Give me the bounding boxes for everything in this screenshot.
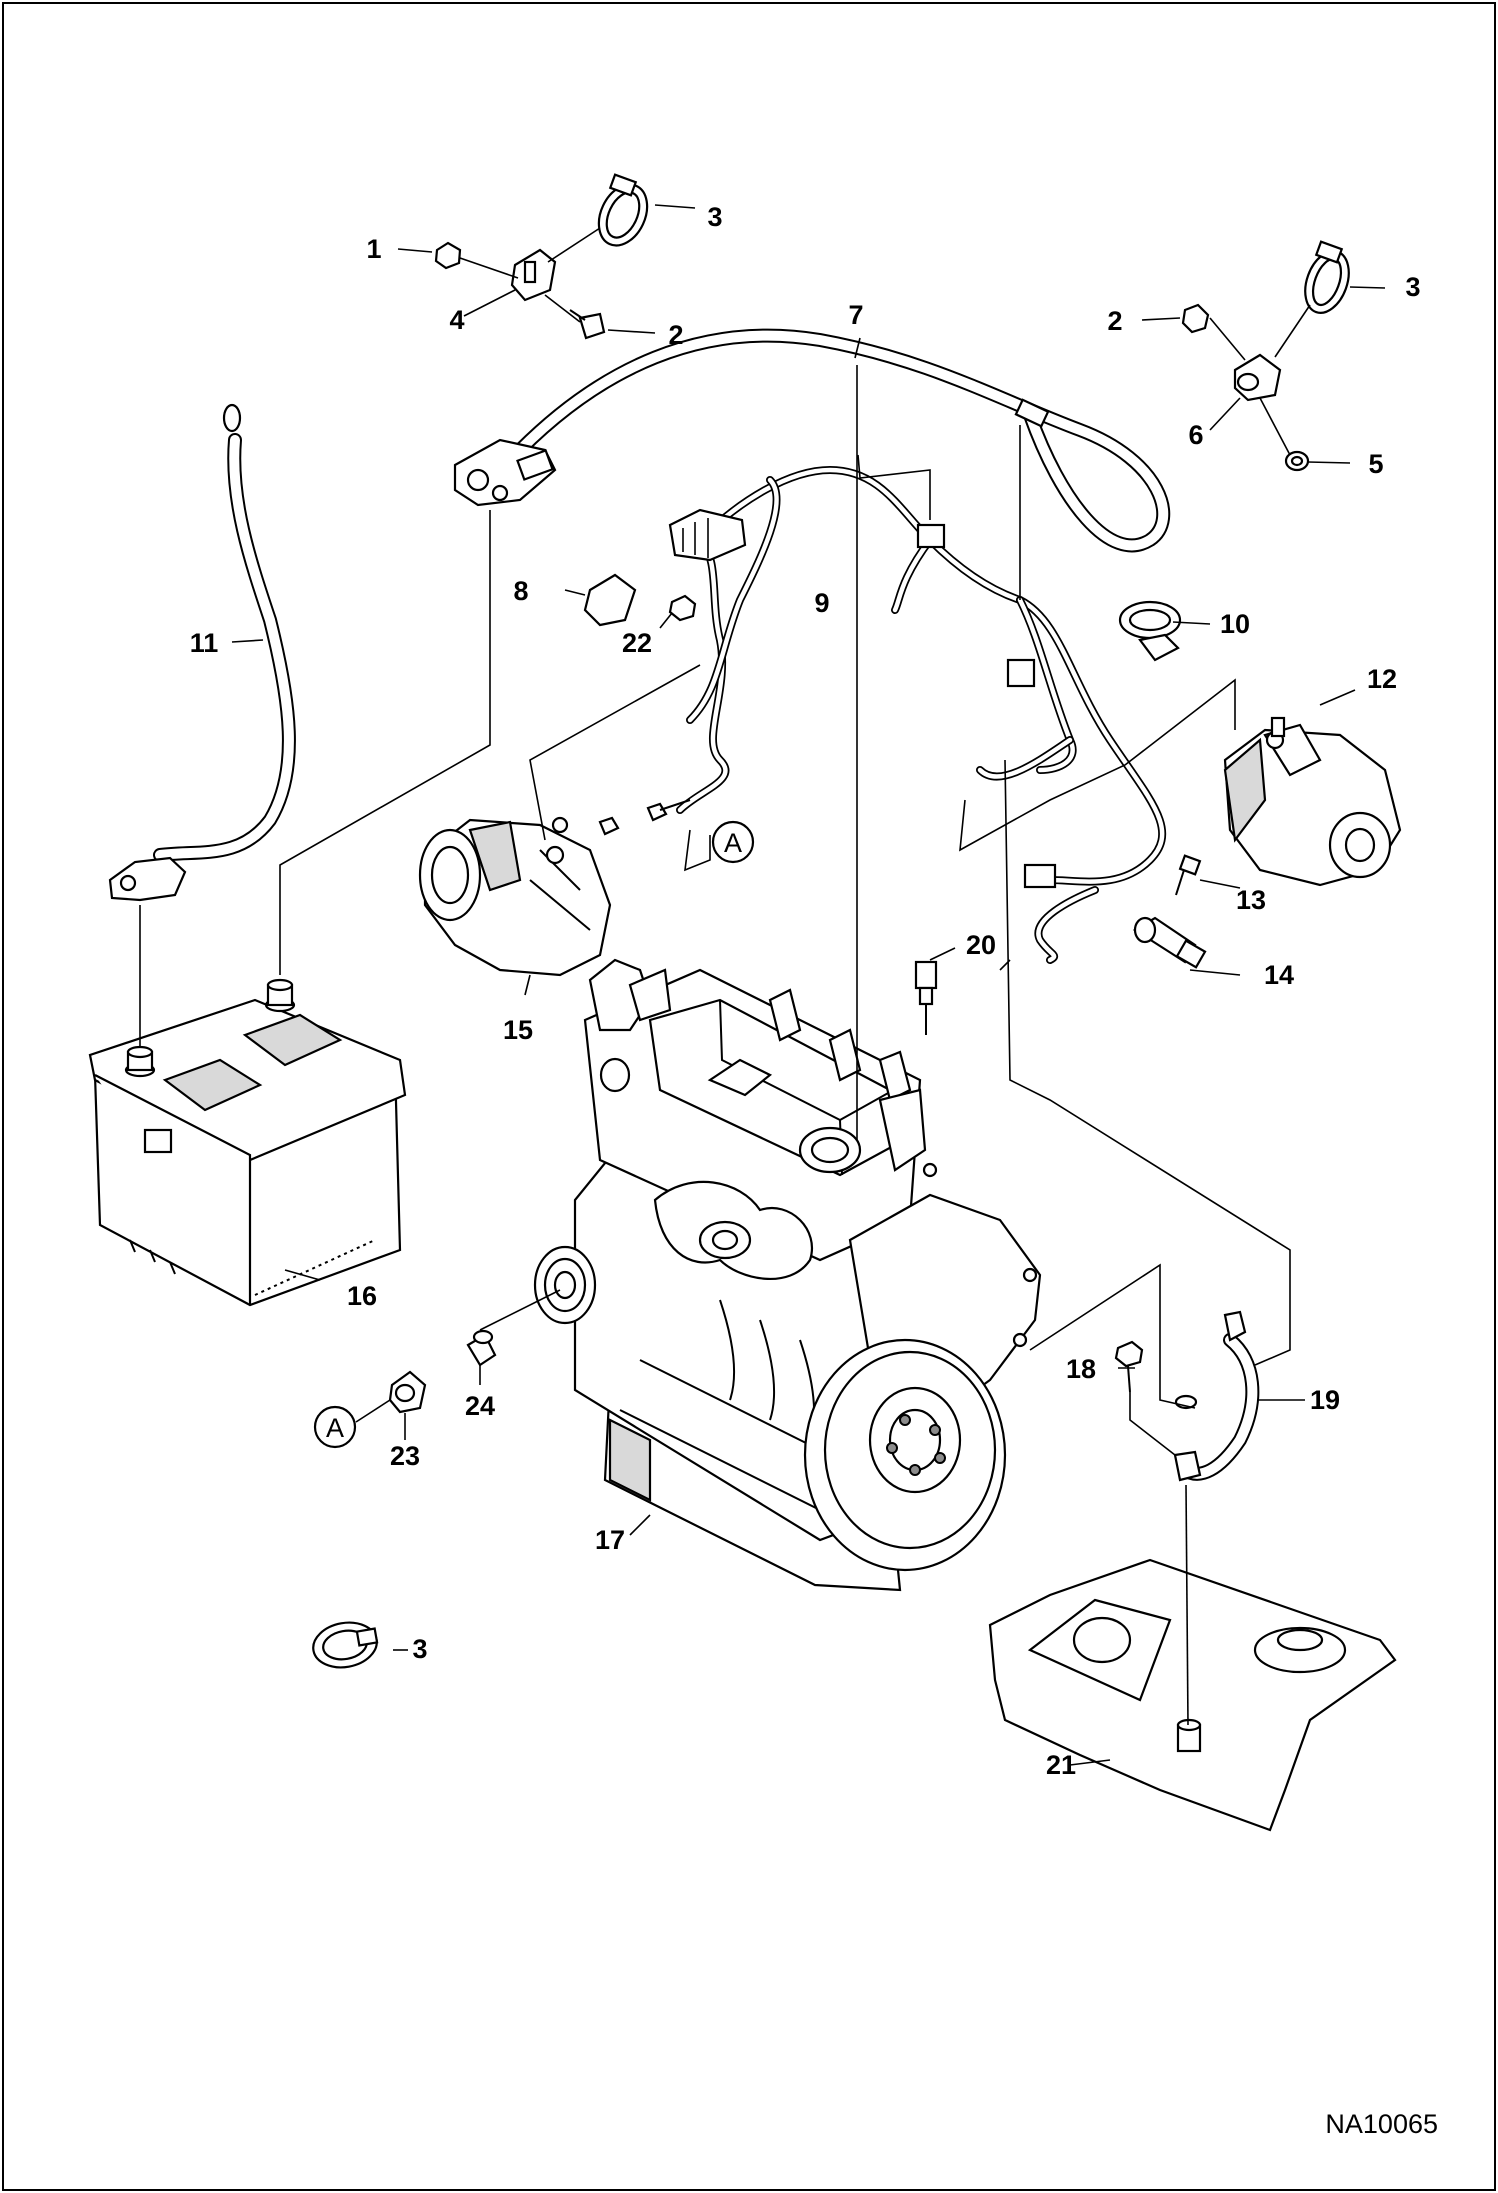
callout-2-right: 2 xyxy=(1107,306,1122,336)
callout-12: 12 xyxy=(1367,664,1397,694)
reference-a-lower-label: A xyxy=(326,1413,344,1443)
callout-10: 10 xyxy=(1220,609,1250,639)
callout-3-bottom: 3 xyxy=(412,1634,427,1664)
bolt-harness xyxy=(598,799,691,836)
reference-a-upper-label: A xyxy=(724,828,742,858)
callout-4: 4 xyxy=(449,305,464,335)
callout-13: 13 xyxy=(1236,885,1266,915)
callout-1: 1 xyxy=(366,234,381,264)
bolt-18 xyxy=(1114,1340,1144,1393)
battery-cable-positive xyxy=(453,328,1171,553)
machine-frame xyxy=(988,1558,1397,1832)
engine xyxy=(533,958,1042,1592)
sender-sensor xyxy=(1132,916,1207,969)
callout-22: 22 xyxy=(622,628,652,658)
reference-marker-a-lower: A xyxy=(313,1405,357,1449)
nut-22 xyxy=(668,594,697,622)
adapter-fitting xyxy=(466,1329,497,1367)
battery-cable-ground xyxy=(108,403,296,902)
wire-harness xyxy=(583,465,1167,964)
cable-clip-group-right xyxy=(1181,240,1350,472)
callout-21: 21 xyxy=(1046,1750,1076,1780)
oil-pressure-switch xyxy=(388,1370,427,1414)
callout-7: 7 xyxy=(848,300,863,330)
callout-20: 20 xyxy=(966,930,996,960)
cable-clip-loose xyxy=(312,1621,379,1669)
hose-clamp xyxy=(1118,600,1182,662)
ground-strap xyxy=(1173,1310,1260,1482)
callout-23: 23 xyxy=(390,1441,420,1471)
callout-24: 24 xyxy=(465,1391,495,1421)
alternator xyxy=(418,816,612,977)
callout-3-left: 3 xyxy=(707,202,722,232)
callout-6: 6 xyxy=(1188,420,1203,450)
callout-3-right: 3 xyxy=(1405,272,1420,302)
figure-identifier: NA10065 xyxy=(1325,2109,1438,2139)
cable-clip-group-left xyxy=(434,173,649,340)
callout-5: 5 xyxy=(1368,449,1383,479)
callout-labels: 1 2 2 3 3 3 4 5 6 7 8 9 10 11 12 13 14 1… xyxy=(190,202,1421,1780)
bolt-13 xyxy=(1175,854,1202,896)
callout-8: 8 xyxy=(513,576,528,606)
callout-16: 16 xyxy=(347,1281,377,1311)
callout-11: 11 xyxy=(190,628,219,658)
battery xyxy=(88,978,407,1307)
leader-lines xyxy=(139,204,1386,1766)
callout-18: 18 xyxy=(1066,1354,1096,1384)
starter-motor xyxy=(1223,716,1402,887)
temperature-switch xyxy=(914,960,938,1035)
callout-17: 17 xyxy=(595,1525,625,1555)
callout-9: 9 xyxy=(814,588,829,618)
callout-2-left: 2 xyxy=(668,320,683,350)
callout-14: 14 xyxy=(1264,960,1294,990)
callout-19: 19 xyxy=(1310,1385,1340,1415)
reference-marker-a-upper: A xyxy=(711,820,755,864)
callout-15: 15 xyxy=(503,1015,533,1045)
